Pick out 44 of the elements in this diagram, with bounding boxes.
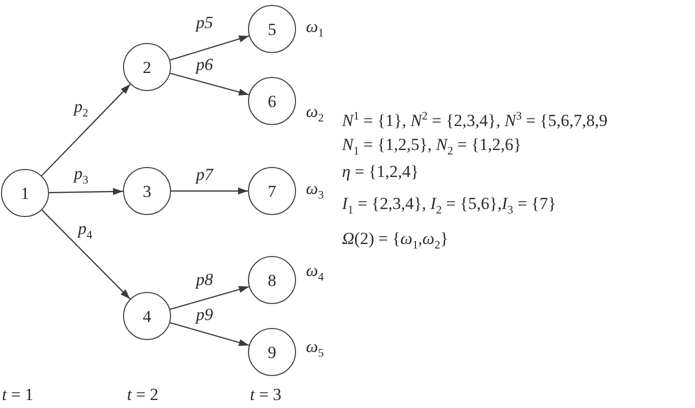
circle-node [248, 5, 296, 53]
node-number: 6 [268, 92, 276, 110]
edge-label: p7 [196, 166, 213, 185]
node-number: 4 [142, 308, 152, 324]
arrow [170, 72, 249, 96]
formula-text: I$_{1}$ = {2,3,4}, I$_{2}$ = {5,6},I$_{3}$ = {7} [342, 195, 556, 214]
node-number: 7 [268, 182, 276, 200]
edge-label: p8 [196, 271, 213, 290]
formula-text: η = {1,2,4} [342, 163, 419, 182]
arrow [170, 322, 250, 346]
edge-label: p5 [196, 14, 213, 33]
arrow [171, 188, 248, 194]
circle-node [123, 43, 171, 91]
node-number: 5 [268, 20, 276, 38]
circle-node [248, 328, 296, 376]
node-number: 3 [142, 182, 152, 200]
side-label: ω$_{2}$ [306, 103, 324, 122]
circle-node [248, 167, 296, 215]
side-label: ω$_{5}$ [306, 338, 324, 357]
arrow [170, 286, 250, 310]
formula-text: Ω(2) = {ω$_{1}$,ω$_{2}$} [342, 230, 448, 249]
circle-node [123, 167, 171, 215]
formula-text: N$_{1}$ = {1,2,5}, N$_{2}$ = {1,2,6} [342, 136, 522, 155]
formula-text: N$^{1}$ = {1}, N$^{2}$ = {2,3,4}, N$^{3}$ = {5,6,7,8,9 [342, 112, 608, 131]
edge-label: p6 [196, 56, 213, 75]
arrow [41, 84, 131, 176]
circle-node [248, 256, 296, 304]
arrow [48, 188, 124, 196]
side-label: ω$_{1}$ [306, 18, 324, 37]
node-number: 9 [268, 344, 276, 360]
arrow [41, 210, 131, 300]
time-label: t = 1 [2, 386, 34, 405]
side-label: ω$_{4}$ [306, 262, 324, 281]
node-number: 2 [142, 58, 152, 76]
time-label: t = 2 [127, 386, 158, 405]
side-label: ω$_{3}$ [306, 180, 324, 199]
edge-label: p9 [196, 306, 213, 325]
circle-node [248, 77, 296, 125]
circle-node [123, 292, 171, 340]
node-number: 8 [268, 272, 276, 288]
node-number: 1 [20, 184, 30, 202]
arrow [170, 35, 250, 61]
time-label: t = 3 [250, 386, 282, 405]
circle-node [1, 169, 49, 217]
